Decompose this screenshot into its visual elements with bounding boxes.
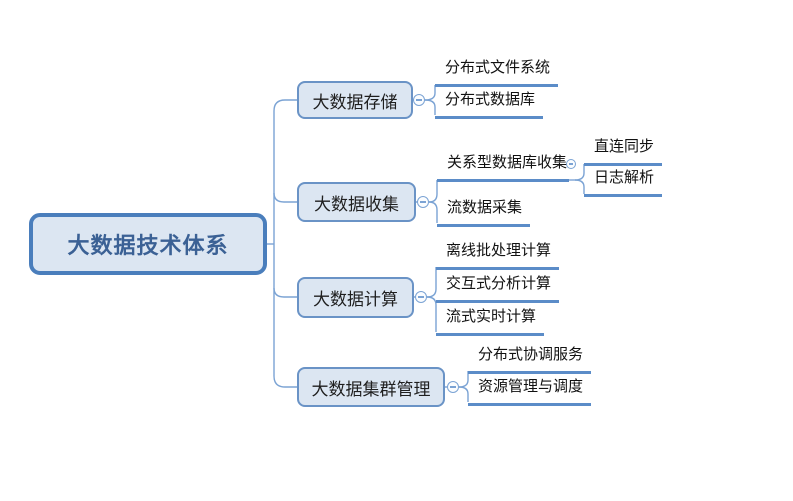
collapse-toggle-computing-minus-icon[interactable] [415, 291, 427, 303]
collapse-toggle-collection-minus-icon[interactable] [417, 196, 429, 208]
subtopic-interactive-analysis-computing[interactable]: 交互式分析计算 [436, 274, 560, 303]
collapse-toggle-storage-minus-icon[interactable] [413, 94, 425, 106]
subtopic-offline-batch-computing[interactable]: 离线批处理计算 [436, 241, 560, 270]
subtopic-streaming-realtime-computing[interactable]: 流式实时计算 [436, 307, 545, 336]
main-topic-computing[interactable]: 大数据计算 [297, 277, 414, 318]
subtopic-stream-data-collection[interactable]: 流数据采集 [437, 198, 531, 227]
collapse-toggle-relational-db-minus-icon[interactable] [566, 159, 576, 169]
main-topic-cluster-management[interactable]: 大数据集群管理 [297, 367, 445, 407]
subtopic-distributed-coordination-service[interactable]: 分布式协调服务 [468, 345, 592, 374]
subtopic-direct-sync[interactable]: 直连同步 [584, 137, 663, 166]
subtopic-distributed-file-system[interactable]: 分布式文件系统 [435, 58, 559, 87]
main-topic-collection[interactable]: 大数据收集 [297, 182, 416, 222]
central-topic[interactable]: 大数据技术体系 [29, 213, 267, 275]
subtopic-log-parsing[interactable]: 日志解析 [584, 168, 663, 197]
subtopic-relational-db-collection[interactable]: 关系型数据库收集 [437, 153, 570, 182]
subtopic-distributed-database[interactable]: 分布式数据库 [435, 90, 544, 119]
collapse-toggle-cluster-minus-icon[interactable] [447, 381, 459, 393]
subtopic-resource-management-scheduling[interactable]: 资源管理与调度 [468, 377, 592, 406]
main-topic-storage[interactable]: 大数据存储 [297, 81, 413, 119]
